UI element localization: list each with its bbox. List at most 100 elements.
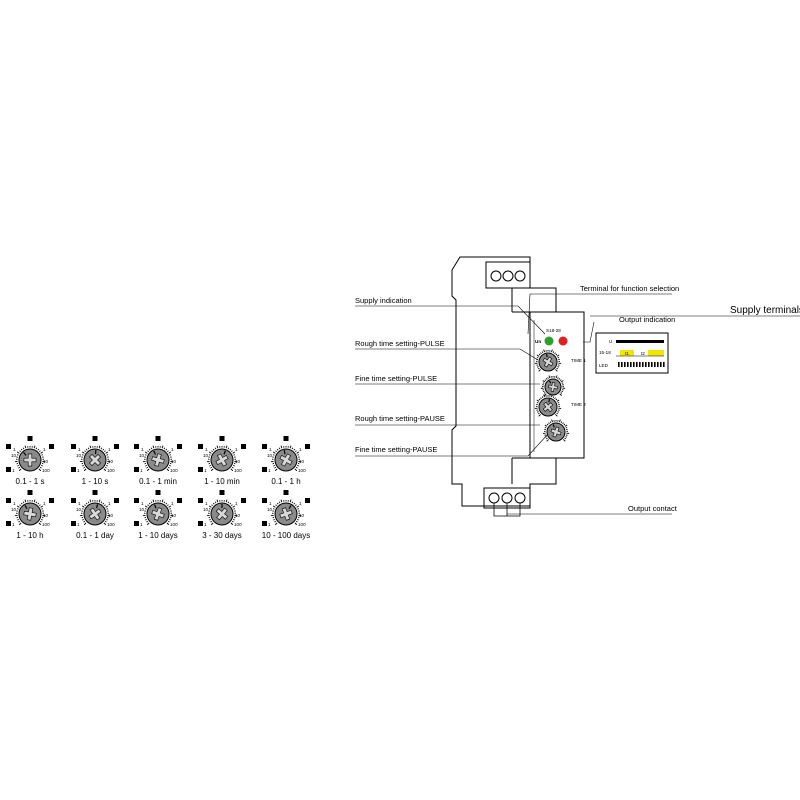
rough-time-pulse-knob[interactable] — [534, 349, 562, 372]
tick-label-1-bottom: 1 — [12, 522, 15, 527]
scale-tick — [274, 522, 278, 526]
scale-tick — [278, 501, 281, 504]
scale-tick — [89, 499, 92, 503]
scale-tick — [538, 369, 541, 372]
scale-tick — [100, 501, 103, 504]
scale-tick — [556, 399, 560, 402]
tick-label-1-right: 1 — [299, 447, 302, 452]
tick-label-1-bottom: 1 — [140, 468, 143, 473]
led-tick — [657, 362, 659, 367]
scale-tick — [562, 422, 564, 425]
scale-tick — [144, 508, 147, 510]
scale-tick — [556, 412, 559, 415]
knob-pointer — [223, 450, 226, 455]
tick-label-100: 100 — [170, 468, 178, 473]
fine-time-pulse-knob[interactable] — [540, 375, 566, 396]
range-square-top — [219, 436, 225, 441]
tick-label-100: 100 — [42, 522, 50, 527]
scale-tick — [145, 519, 147, 521]
scale-tick — [554, 397, 556, 400]
tick-label-100: 100 — [298, 468, 306, 473]
tick-label-1-left: 1 — [141, 447, 144, 452]
scale-tick — [233, 519, 235, 521]
led-tick — [651, 362, 653, 367]
tick-label-1-left: 1 — [205, 447, 208, 452]
range-square-left — [198, 444, 203, 449]
scale-tick — [39, 450, 41, 453]
tick-label-1-right: 1 — [235, 447, 238, 452]
scale-tick — [210, 466, 213, 469]
scale-tick — [289, 445, 292, 449]
tick-label-1-right: 1 — [299, 501, 302, 506]
knob-pointer — [95, 504, 99, 509]
scale-tick — [33, 499, 36, 503]
scale-tick — [39, 466, 42, 469]
scale-tick — [555, 375, 558, 379]
scale-tick — [551, 349, 553, 353]
scale-tick — [106, 519, 108, 521]
scale-tick — [38, 468, 42, 472]
tick-label-10-left: 10 — [203, 453, 209, 458]
scale-tick — [231, 466, 234, 469]
scale-tick — [543, 349, 545, 353]
scale-tick — [542, 390, 545, 393]
scale-tick — [229, 502, 232, 505]
dial-caption: 1 - 10 min — [204, 477, 240, 486]
rough-time-pause-knob[interactable] — [534, 394, 562, 417]
time1-label: TIME 1 — [571, 358, 586, 363]
scale-tick — [564, 424, 568, 427]
scale-tick — [210, 468, 214, 472]
range-square-bottom — [198, 467, 203, 472]
scale-tick — [229, 448, 232, 451]
tick-label-10-right: 10 — [171, 459, 177, 464]
tick-label-1-left: 1 — [13, 447, 16, 452]
scale-tick — [83, 466, 86, 469]
range-square-left — [6, 498, 11, 503]
tick-label-1-left: 1 — [13, 501, 16, 506]
scale-tick — [168, 451, 172, 454]
scale-tick — [208, 505, 212, 508]
scale-tick — [276, 502, 279, 505]
scale-tick — [103, 522, 107, 526]
scale-tick — [546, 439, 549, 442]
fine-time-pause-knob[interactable] — [542, 419, 570, 442]
scale-tick — [33, 445, 36, 449]
scale-tick — [82, 465, 84, 467]
indicator-seg2-label: t2 — [641, 351, 645, 356]
scale-tick — [146, 468, 150, 472]
tick-label-1-right: 1 — [171, 447, 174, 452]
scale-tick — [274, 466, 277, 469]
scale-tick — [18, 468, 22, 472]
scale-tick — [148, 502, 151, 505]
scale-tick — [537, 412, 540, 415]
scale-tick — [563, 439, 566, 442]
scale-tick — [150, 501, 153, 504]
tick-label-10-right: 10 — [43, 459, 49, 464]
scale-tick — [167, 520, 170, 523]
scale-tick — [555, 369, 558, 372]
knob-pointer — [552, 424, 555, 428]
range-square-top — [92, 436, 98, 441]
scale-tick — [16, 508, 19, 510]
range-square-bottom — [6, 467, 11, 472]
scale-tick — [297, 465, 299, 467]
scale-tick — [274, 468, 278, 472]
range-square-bottom — [71, 467, 76, 472]
scale-tick — [548, 422, 550, 425]
scale-tick — [295, 520, 298, 523]
scale-tick — [296, 451, 300, 454]
